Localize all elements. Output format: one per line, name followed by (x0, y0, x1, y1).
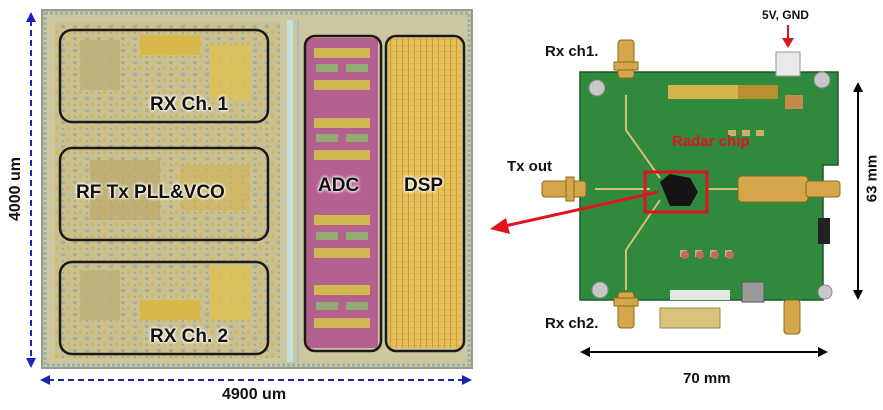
sma-tx (541, 176, 587, 202)
board-width-arrow (580, 347, 828, 357)
rf-tx-outline (58, 146, 270, 242)
tx-out-label: Tx out (507, 158, 552, 175)
adc-outline (303, 34, 383, 353)
dsp-label: DSP (404, 175, 444, 196)
power-label: 5V, GND (762, 8, 809, 22)
chip-width-label: 4900 um (222, 386, 287, 403)
board-height-label: 63 mm (863, 154, 881, 203)
rx-ch1-outline (58, 28, 270, 124)
chip-width-arrow (40, 375, 472, 385)
sma-rx1 (613, 39, 639, 79)
rx-ch2-outline (58, 260, 270, 356)
sma-rx2 (613, 291, 639, 329)
dsp-region (388, 38, 462, 348)
rx-ch2-label: RX Ch. 2 (150, 326, 229, 347)
adc-label: ADC (318, 175, 360, 196)
radar-chip (660, 174, 698, 206)
sma-right (737, 175, 841, 203)
rx-ch1-board-label: Rx ch1. (545, 43, 599, 60)
board-width-label: 70 mm (683, 370, 731, 387)
rf-tx-pll-vco-label: RF Tx PLL&VCO (76, 182, 225, 203)
rx-ch1-label: RX Ch. 1 (150, 94, 229, 115)
rx-ch2-board-label: Rx ch2. (545, 315, 599, 332)
dsp-outline (384, 34, 466, 353)
power-arrow (782, 25, 794, 48)
radar-chip-label: Radar chip (672, 133, 750, 150)
pcb-board-photo (541, 25, 863, 357)
radar-chip-highlight (643, 170, 709, 214)
board-height-arrow (853, 82, 863, 300)
chip-layout (26, 9, 473, 385)
pcb-board (579, 71, 839, 301)
chip-height-arrow (26, 12, 36, 368)
